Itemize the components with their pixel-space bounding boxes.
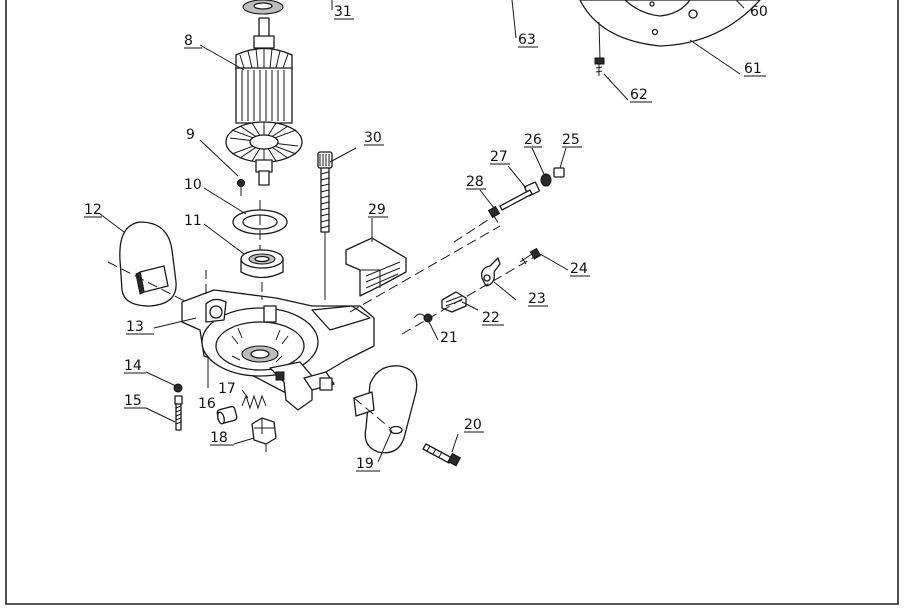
callout-26: 26: [524, 132, 542, 148]
callout-61: 61: [744, 61, 762, 77]
callout-62: 62: [630, 87, 648, 103]
drawing-frame: [5, 0, 899, 605]
base-plate-part-61: [579, 0, 761, 47]
screw-part-20: [422, 443, 461, 467]
top-washer-part: [242, 0, 284, 15]
nut-part-18: [251, 417, 277, 452]
brush-cap-part-19: [353, 365, 418, 454]
motor-housing-part-13: [181, 289, 375, 411]
switch-lever-part-23: [481, 257, 501, 287]
callout-11: 11: [184, 213, 202, 229]
screw-part-62: [594, 21, 605, 76]
callout-19: 19: [356, 456, 374, 472]
callout-18: 18: [210, 430, 228, 446]
callout-27: 27: [490, 149, 508, 165]
callout-15: 15: [124, 393, 142, 409]
armature-part-8: [225, 17, 303, 186]
bushing-part-16: [216, 405, 238, 425]
callout-30: 30: [364, 130, 382, 146]
callout-10: 10: [184, 177, 202, 193]
spring-part-17: [241, 394, 267, 410]
bolt-part-30: [317, 151, 333, 300]
callout-9: 9: [186, 127, 195, 143]
bearing-part-11: [240, 249, 284, 279]
screw-part-15: [174, 395, 183, 431]
callout-22: 22: [482, 310, 500, 326]
callout-25: 25: [562, 132, 580, 148]
callout-8: 8: [184, 33, 193, 49]
callout-labels: 8 9 10 11 12 13 14 15 16 17 18 19 20 21 …: [84, 4, 768, 472]
callout-28: 28: [466, 174, 484, 190]
callout-14: 14: [124, 358, 142, 374]
callout-31: 31: [334, 4, 352, 20]
brush-cap-part-12: [107, 221, 219, 319]
callout-20: 20: [464, 417, 482, 433]
spring-part-21: [413, 313, 433, 323]
callout-17: 17: [218, 381, 236, 397]
rod-assembly-parts-25-28: [453, 167, 565, 243]
callout-16: 16: [198, 396, 216, 412]
callout-29: 29: [368, 202, 386, 218]
callout-leaders: [99, 0, 745, 463]
callout-underlines: [84, 18, 766, 472]
callout-12: 12: [84, 202, 102, 218]
callout-60: 60: [750, 4, 768, 20]
callout-24: 24: [570, 261, 588, 277]
callout-21: 21: [440, 330, 458, 346]
pin-part-9: [237, 179, 245, 196]
callout-63: 63: [518, 32, 536, 48]
callout-23: 23: [528, 291, 546, 307]
assembly-axis-lines: [205, 200, 501, 429]
callout-13: 13: [126, 319, 144, 335]
brush-holder-part-29: [345, 237, 407, 297]
screw-part-24: [401, 247, 542, 335]
